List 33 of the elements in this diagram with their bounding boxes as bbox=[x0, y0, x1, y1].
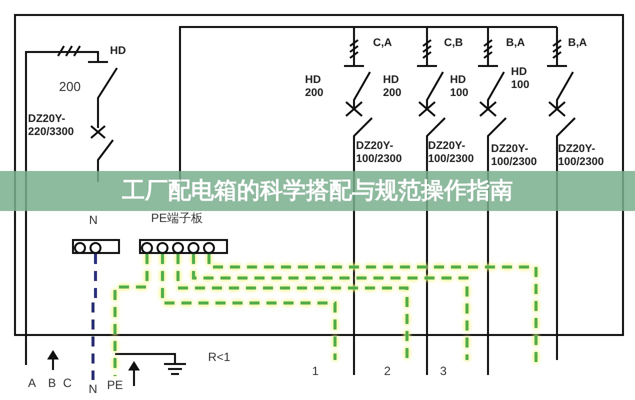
wire bbox=[208, 254, 538, 365]
component-label: HD 200 bbox=[383, 74, 402, 100]
wire bbox=[114, 254, 148, 376]
phase-label: A bbox=[28, 376, 36, 390]
component-label: DZ20Y- 100/2300 bbox=[491, 143, 538, 169]
phase-label: C bbox=[63, 376, 72, 390]
component-label: DZ20Y- 100/2300 bbox=[356, 140, 403, 166]
component-label: B,A bbox=[568, 37, 587, 50]
wire-label: 3 bbox=[440, 360, 472, 378]
title-banner: 工厂配电箱的科学搭配与规范操作指南 bbox=[0, 171, 635, 211]
component-label: DZ20Y- 100/2300 bbox=[558, 143, 605, 169]
component-label: C,A bbox=[373, 37, 392, 50]
wire-label: N bbox=[86, 380, 100, 396]
resistance-label: R<1 bbox=[208, 350, 230, 364]
component-label: DZ20Y- 100/2300 bbox=[428, 140, 475, 166]
wire-label: 1 bbox=[312, 360, 340, 378]
wire-label: 2 bbox=[384, 360, 412, 378]
wire bbox=[176, 254, 408, 360]
phase-label: B bbox=[48, 376, 56, 390]
block-label: N bbox=[89, 214, 98, 226]
wire bbox=[161, 254, 336, 360]
component-label: B,A bbox=[506, 37, 525, 50]
wire-label: PE bbox=[103, 376, 127, 392]
wire bbox=[92, 254, 97, 380]
component-label: DZ20Y- 220/3300 bbox=[28, 113, 75, 139]
wire bbox=[192, 254, 468, 360]
component-label: HD bbox=[110, 45, 126, 58]
component-label: HD 100 bbox=[450, 74, 470, 100]
block-label: PE端子板 bbox=[151, 212, 204, 224]
component-label: HD 100 bbox=[511, 66, 530, 92]
component-label: C,B bbox=[444, 37, 463, 50]
component-label: 200 bbox=[59, 80, 81, 94]
component-label: HD 200 bbox=[305, 74, 324, 100]
